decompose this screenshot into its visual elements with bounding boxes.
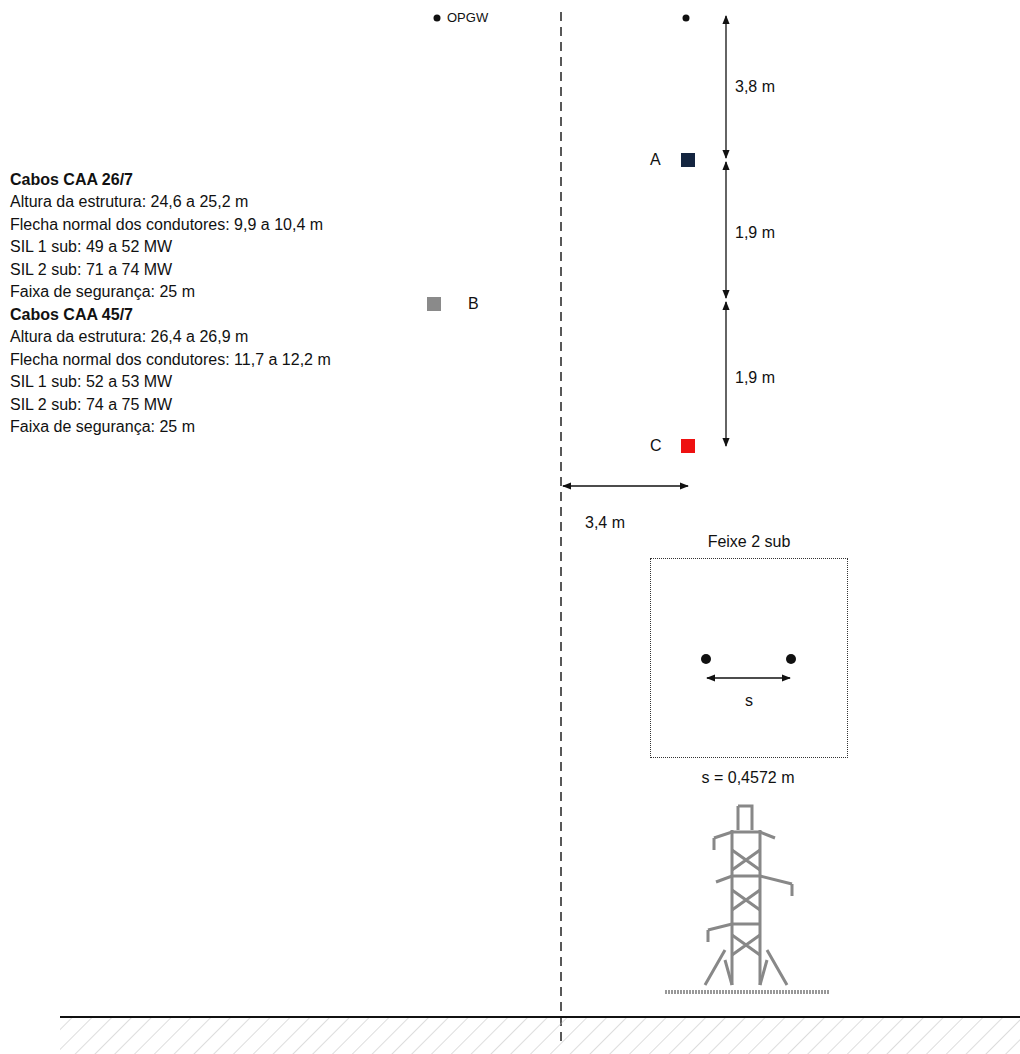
opgw-dot <box>434 15 441 22</box>
dimension-arrow <box>563 485 688 486</box>
ground-line <box>60 1016 1020 1018</box>
dimension-label: s = 0,4572 m <box>702 768 795 787</box>
bundle-box: Feixe 2 subs <box>650 558 848 758</box>
spec-text: Altura da estrutura: 26,4 a 26,9 m <box>10 328 248 347</box>
dimension-label: 1,9 m <box>735 223 775 242</box>
dimension-label: B <box>468 294 479 313</box>
dimension-arrow <box>725 162 726 298</box>
spec-text: Cabos CAA 26/7 <box>10 170 133 189</box>
spec-text: SIL 1 sub: 49 a 52 MW <box>10 238 172 257</box>
dimension-label: 3,8 m <box>735 77 775 96</box>
dimension-arrow <box>725 16 726 158</box>
spacing-symbol: s <box>745 691 753 710</box>
spec-text: Faixa de segurança: 25 m <box>10 283 195 302</box>
phase-a <box>681 153 695 167</box>
subconductor <box>701 654 711 664</box>
subconductor <box>786 654 796 664</box>
axis-line <box>560 12 562 1045</box>
dimension-label: A <box>650 150 661 169</box>
opgw-dot <box>683 15 690 22</box>
spec-text: Altura da estrutura: 24,6 a 25,2 m <box>10 193 248 212</box>
bundle-title: Feixe 2 sub <box>708 532 791 551</box>
dimension-label: 1,9 m <box>735 368 775 387</box>
spec-text: SIL 1 sub: 52 a 53 MW <box>10 372 172 391</box>
dimension-label: OPGW <box>447 10 488 26</box>
spec-text: Faixa de segurança: 25 m <box>10 417 195 436</box>
ground-hatch <box>60 1018 1020 1054</box>
dimension-arrow <box>707 677 790 678</box>
phase-b <box>427 297 441 311</box>
tower-icon <box>705 806 792 985</box>
spec-text: SIL 2 sub: 71 a 74 MW <box>10 260 172 279</box>
dimension-arrow <box>725 302 726 446</box>
dimension-label: C <box>650 436 662 455</box>
spec-text: Cabos CAA 45/7 <box>10 305 133 324</box>
spec-text: Flecha normal dos condutores: 11,7 a 12,… <box>10 350 331 369</box>
spec-text: Flecha normal dos condutores: 9,9 a 10,4… <box>10 215 323 234</box>
phase-c <box>681 439 695 453</box>
spec-text: SIL 2 sub: 74 a 75 MW <box>10 395 172 414</box>
dimension-label: 3,4 m <box>585 513 625 532</box>
tower-base <box>665 990 830 994</box>
